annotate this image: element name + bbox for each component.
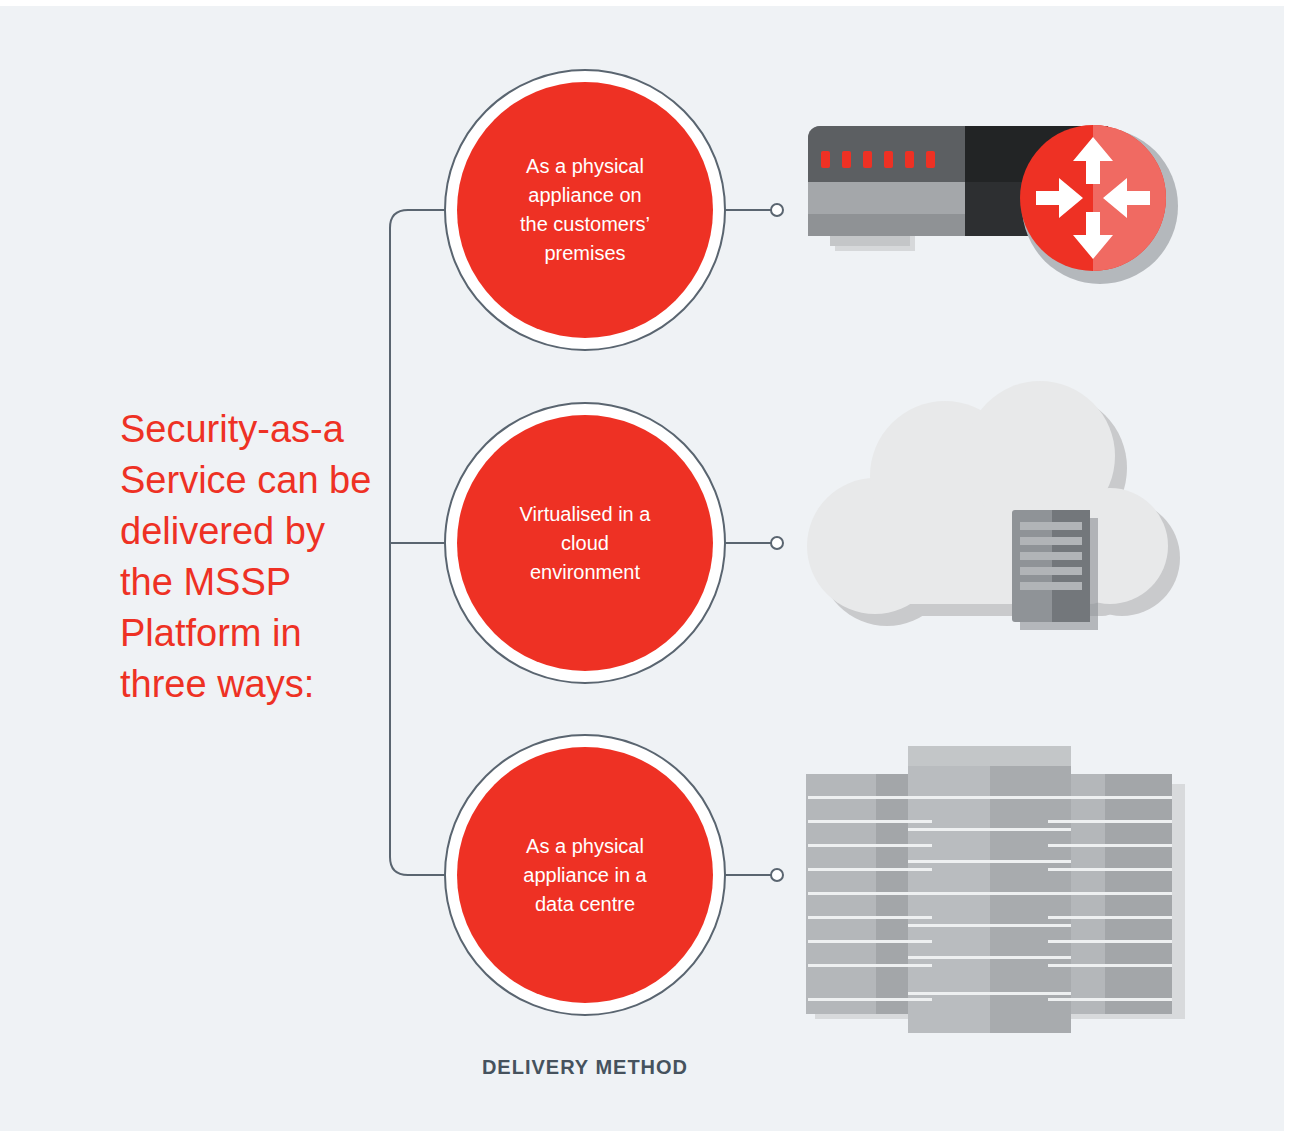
leader-lines <box>725 204 783 881</box>
section-label: DELIVERY METHOD <box>482 1056 688 1079</box>
method-circle: Virtualised in a cloud environment <box>443 401 727 685</box>
cloud-icon <box>807 381 1180 630</box>
bracket <box>390 210 445 875</box>
method-text: Virtualised in a cloud environment <box>512 500 658 587</box>
method-circle: As a physical appliance on the customers… <box>443 68 727 352</box>
method-text: As a physical appliance in a data centre <box>512 832 658 919</box>
router-icon <box>808 125 1178 284</box>
heading: Security-as-a Service can be delivered b… <box>120 404 382 710</box>
server-racks <box>806 746 1185 1033</box>
method-circle: As a physical appliance in a data centre <box>443 733 727 1017</box>
method-text: As a physical appliance on the customers… <box>512 152 658 268</box>
circle-outline <box>443 68 727 352</box>
